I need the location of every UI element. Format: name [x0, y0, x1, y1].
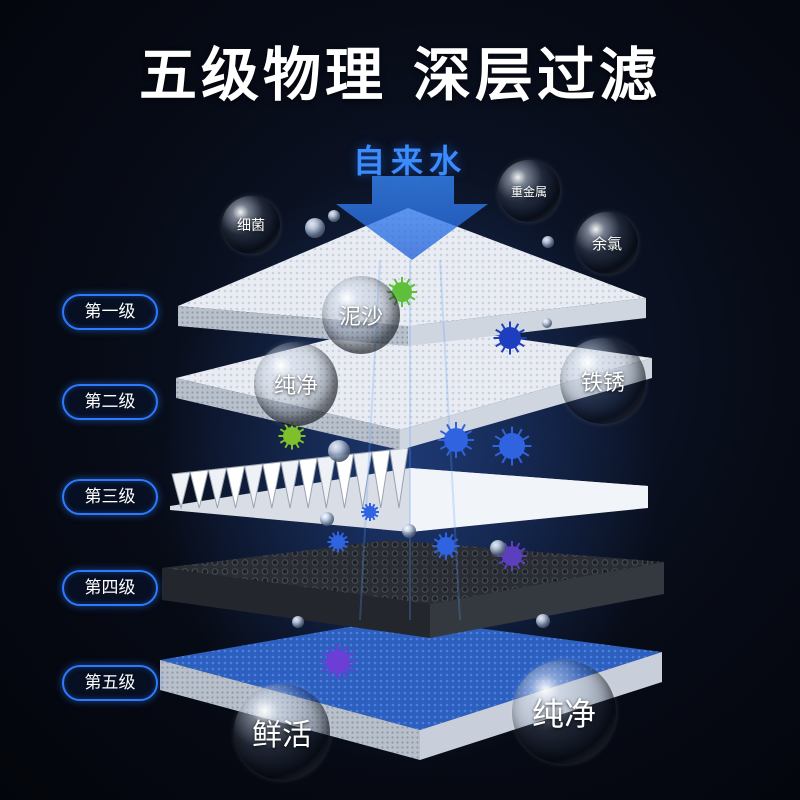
- germ-icon: [493, 321, 527, 355]
- tap-water-label: 自来水: [352, 142, 467, 180]
- page-title: 五级物理深层过滤: [0, 28, 800, 112]
- particles: [278, 277, 532, 680]
- droplet: [305, 218, 325, 238]
- droplet: [490, 540, 506, 556]
- pleat: [352, 451, 373, 509]
- layer-4-carbon: [162, 540, 664, 638]
- pleat: [280, 459, 300, 509]
- pleat: [207, 467, 228, 509]
- stage-2-button[interactable]: 第二级: [62, 384, 158, 420]
- germ-icon: [361, 503, 379, 521]
- bubble-heavy-metal: 重金属: [498, 160, 560, 222]
- droplet: [328, 440, 350, 462]
- germ-icon: [497, 541, 527, 571]
- stage-4-button[interactable]: 第四级: [62, 570, 158, 606]
- layer-3-pleated: [170, 447, 648, 532]
- bubble-rust: 铁锈: [560, 338, 646, 424]
- pleat: [298, 457, 318, 509]
- stage-5-button[interactable]: 第五级: [62, 665, 158, 701]
- droplet: [402, 524, 416, 538]
- bubble-fresh: 鲜活: [234, 684, 330, 780]
- bubble-bacteria: 细菌: [222, 196, 280, 254]
- droplet: [542, 236, 554, 248]
- stage-3-button[interactable]: 第三级: [62, 479, 158, 515]
- germ-icon: [492, 426, 532, 466]
- pleat: [371, 449, 391, 509]
- pleat: [189, 469, 209, 509]
- bubble-pure-bottom: 纯净: [512, 660, 616, 764]
- droplet: [328, 210, 340, 222]
- bubble-residual-chlorine: 余氯: [576, 212, 638, 274]
- pleat: [244, 463, 264, 509]
- pleat: [316, 455, 336, 509]
- germ-icon: [327, 531, 349, 553]
- germ-icon: [278, 422, 306, 450]
- germ-icon: [387, 277, 417, 307]
- pleat: [171, 471, 191, 510]
- droplet: [536, 614, 550, 628]
- germ-icon: [438, 422, 474, 458]
- droplet: [320, 512, 334, 526]
- title-part-2: 深层过滤: [413, 41, 662, 109]
- water-inflow-arrow: [336, 176, 488, 260]
- germ-icon: [432, 532, 460, 560]
- bubble-pure-mid: 纯净: [254, 342, 338, 426]
- droplet: [292, 616, 304, 628]
- pleat: [225, 465, 246, 509]
- pleat: [262, 461, 282, 509]
- bubble-silt: 泥沙: [322, 276, 400, 354]
- droplet: [542, 318, 552, 328]
- germ-icon: [320, 644, 356, 680]
- stage-1-button[interactable]: 第一级: [62, 294, 158, 330]
- title-part-1: 五级物理: [138, 41, 387, 109]
